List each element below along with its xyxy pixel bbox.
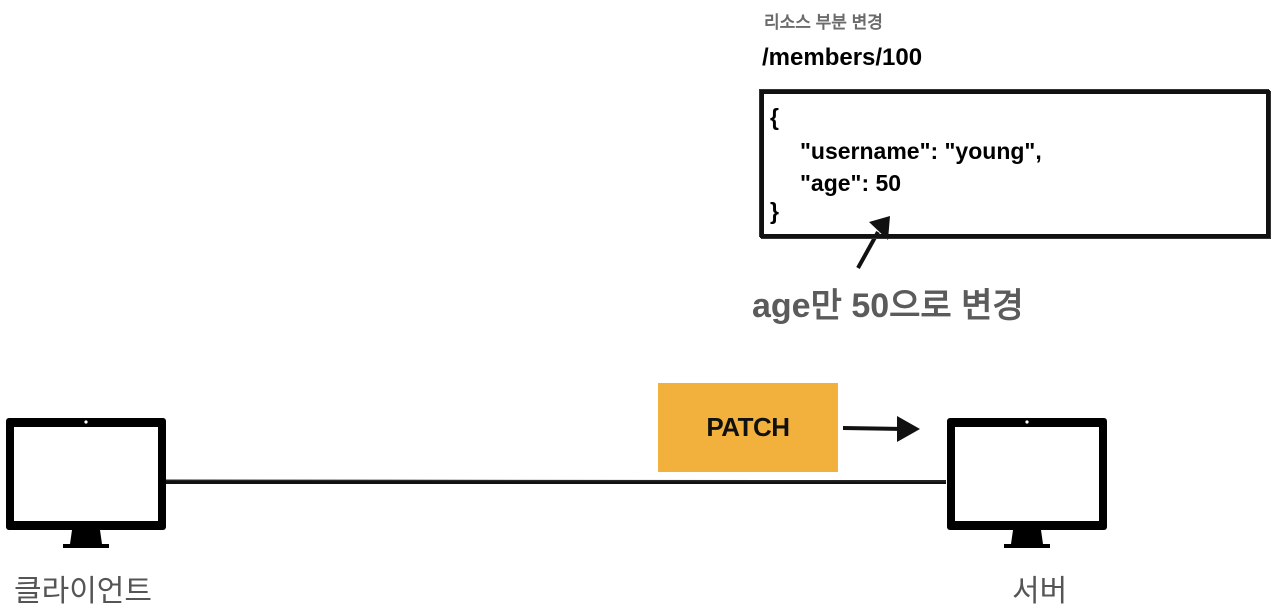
json-line-open-brace: { [770, 104, 779, 130]
json-line-close-brace: } [770, 198, 779, 224]
caption: 리소스 부분 변경 [764, 13, 883, 32]
change-annotation: age만 50으로 변경 [752, 287, 1024, 325]
connection-line [165, 479, 947, 484]
request-arrow [842, 416, 920, 442]
json-line-username: "username": "young", [800, 138, 1042, 164]
server-monitor-icon [947, 418, 1107, 548]
client-label: 클라이언트 [14, 575, 152, 608]
json-body-box: { "username": "young", "age": 50 } [760, 90, 1270, 238]
json-line-age: "age": 50 [800, 170, 902, 196]
http-method-label: PATCH [706, 412, 790, 442]
client-monitor-icon [6, 418, 166, 548]
server-label: 서버 [1012, 575, 1068, 608]
resource-path: /members/100 [762, 44, 923, 71]
http-method-box: PATCH [658, 383, 838, 472]
